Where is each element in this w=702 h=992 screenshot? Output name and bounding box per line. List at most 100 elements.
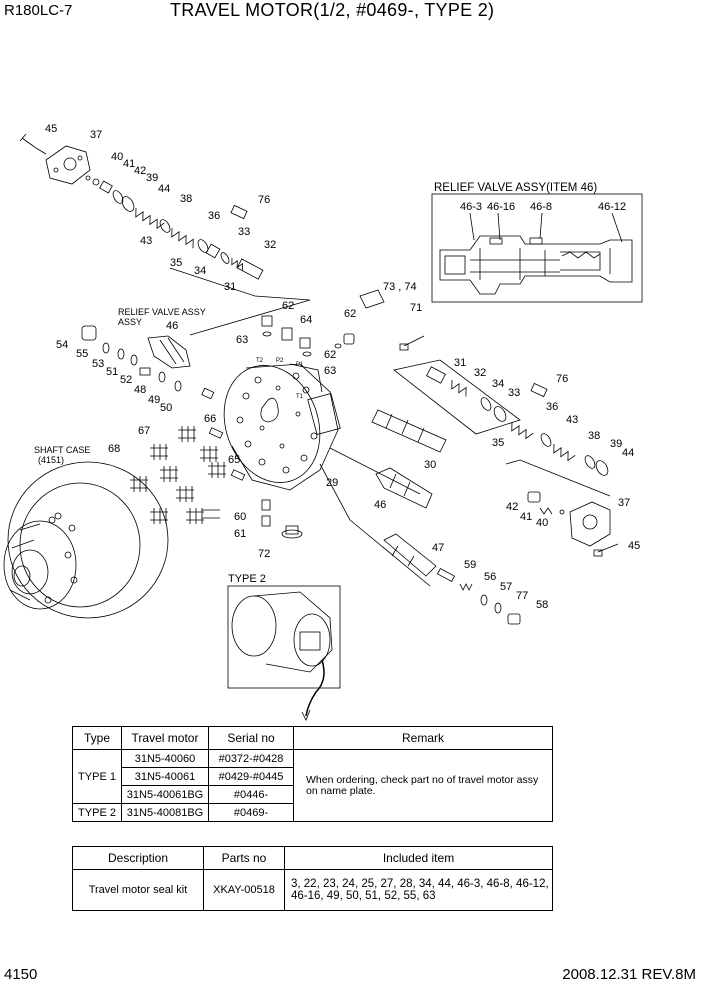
upper-left-parts: [19, 133, 311, 336]
shaft-case-label: SHAFT CASE: [34, 445, 90, 455]
callout-37-b: 37: [618, 497, 630, 509]
left-relief-parts: [81, 325, 246, 481]
relief-box-title: RELIEF VALVE ASSY(ITEM 46): [434, 182, 597, 194]
callout-42-b: 42: [506, 501, 518, 513]
callout-37: 37: [90, 129, 102, 141]
model-label: R180LC-7: [4, 2, 73, 19]
included-item-cell: 3, 22, 23, 24, 25, 27, 28, 34, 44, 46-3,…: [284, 869, 553, 911]
callout-31: 31: [224, 281, 236, 293]
shaft-case-ref: (4151): [38, 455, 64, 465]
table-row: TYPE 2 31N5-40081BG #0469-: [72, 803, 553, 822]
callout-61: 61: [234, 528, 246, 540]
col-description: Description: [72, 846, 204, 870]
callout-73-74: 73 , 74: [383, 281, 417, 293]
motor-cell: 31N5-40060: [121, 749, 209, 768]
callout-48: 48: [134, 384, 146, 396]
callout-38: 38: [180, 193, 192, 205]
callout-46-8: 46-8: [530, 201, 552, 213]
callout-46: 46: [166, 320, 178, 332]
col-travel-motor: Travel motor: [121, 726, 209, 750]
callout-45: 45: [45, 123, 57, 135]
type-cell: TYPE 1: [72, 749, 122, 804]
right-side-parts: [371, 359, 619, 625]
callout-labels: RELIEF VALVE ASSY ASSY SHAFT CASE (4151)…: [34, 123, 640, 611]
callout-44-b: 44: [622, 447, 634, 459]
callout-76-b: 76: [556, 373, 568, 385]
serial-cell: #0446-: [208, 785, 294, 804]
callout-63: 63: [236, 334, 248, 346]
callout-43: 43: [140, 235, 152, 247]
port-t2: T2: [256, 358, 264, 364]
callout-34-b: 34: [492, 378, 504, 390]
callout-33-b: 33: [508, 387, 520, 399]
callout-31-b: 31: [454, 357, 466, 369]
type-cell: TYPE 2: [72, 803, 122, 822]
callout-67: 67: [138, 425, 150, 437]
callout-45-b: 45: [628, 540, 640, 552]
seal-kit-table: Description Parts no Included item Trave…: [72, 846, 553, 911]
motor-housing-drawing: [223, 289, 431, 587]
relief-valve-section-drawing: [439, 235, 633, 295]
callout-77: 77: [516, 590, 528, 602]
callout-54: 54: [56, 339, 68, 351]
table-row: Travel motor seal kit XKAY-00518 3, 22, …: [72, 869, 553, 911]
callout-39: 39: [146, 172, 158, 184]
callout-38-b: 38: [588, 430, 600, 442]
serial-cell: #0469-: [208, 803, 294, 822]
description-cell: Travel motor seal kit: [72, 869, 204, 911]
motor-cell: 31N5-40081BG: [121, 803, 209, 822]
callout-51: 51: [106, 366, 118, 378]
type2-label: TYPE 2: [228, 573, 266, 585]
callout-59: 59: [464, 559, 476, 571]
date-revision: 2008.12.31 REV.8M: [562, 966, 696, 983]
callout-46-16: 46-16: [487, 201, 515, 213]
callout-36: 36: [208, 210, 220, 222]
callout-46-12: 46-12: [598, 201, 626, 213]
callout-55: 55: [76, 348, 88, 360]
page-title: TRAVEL MOTOR(1/2, #0469-, TYPE 2): [170, 0, 495, 20]
callout-34: 34: [194, 265, 206, 277]
page-number: 4150: [4, 966, 38, 983]
callout-50: 50: [160, 402, 172, 414]
callout-62-b: 62: [344, 308, 356, 320]
table-header-row: Description Parts no Included item: [72, 846, 553, 870]
callout-53: 53: [92, 358, 104, 370]
table-header-row: Type Travel motor Serial no Remark: [72, 726, 553, 750]
travel-motor-type-table: Type Travel motor Serial no Remark TYPE …: [72, 726, 553, 822]
callout-40: 40: [111, 151, 123, 163]
callout-46-3: 46-3: [460, 201, 482, 213]
callout-46-b: 46: [374, 499, 386, 511]
callout-40-b: 40: [536, 517, 548, 529]
callout-65: 65: [228, 454, 240, 466]
serial-cell: #0372-#0428: [208, 749, 294, 768]
callout-71: 71: [410, 302, 422, 314]
remark-cell: When ordering, check part no of travel m…: [293, 749, 553, 822]
callout-62-c: 62: [324, 349, 336, 361]
col-serial-no: Serial no: [208, 726, 294, 750]
table-row: 31N5-40061 #0429-#0445: [73, 767, 553, 786]
port-p1: P1: [296, 362, 304, 368]
col-type: Type: [72, 726, 122, 750]
callout-35-b: 35: [492, 437, 504, 449]
col-included-item: Included item: [284, 846, 553, 870]
callout-30: 30: [424, 459, 436, 471]
motor-cell: 31N5-40061: [121, 767, 209, 786]
callout-35: 35: [170, 257, 182, 269]
callout-52: 52: [120, 374, 132, 386]
callout-58: 58: [536, 599, 548, 611]
callout-49: 49: [148, 394, 160, 406]
piston-spring-set: [130, 426, 226, 524]
callout-72: 72: [258, 548, 270, 560]
callout-33: 33: [238, 226, 250, 238]
callout-47: 47: [432, 542, 444, 554]
callout-42: 42: [134, 165, 146, 177]
relief-valve-label: RELIEF VALVE ASSY: [118, 307, 206, 317]
motor-cell: 31N5-40061BG: [121, 785, 209, 804]
port-t1: T1: [296, 394, 304, 400]
callout-36-b: 36: [546, 401, 558, 413]
type2-detail-box: TYPE 2: [227, 573, 341, 721]
callout-60: 60: [234, 511, 246, 523]
callout-41-b: 41: [520, 511, 532, 523]
callout-66: 66: [204, 413, 216, 425]
